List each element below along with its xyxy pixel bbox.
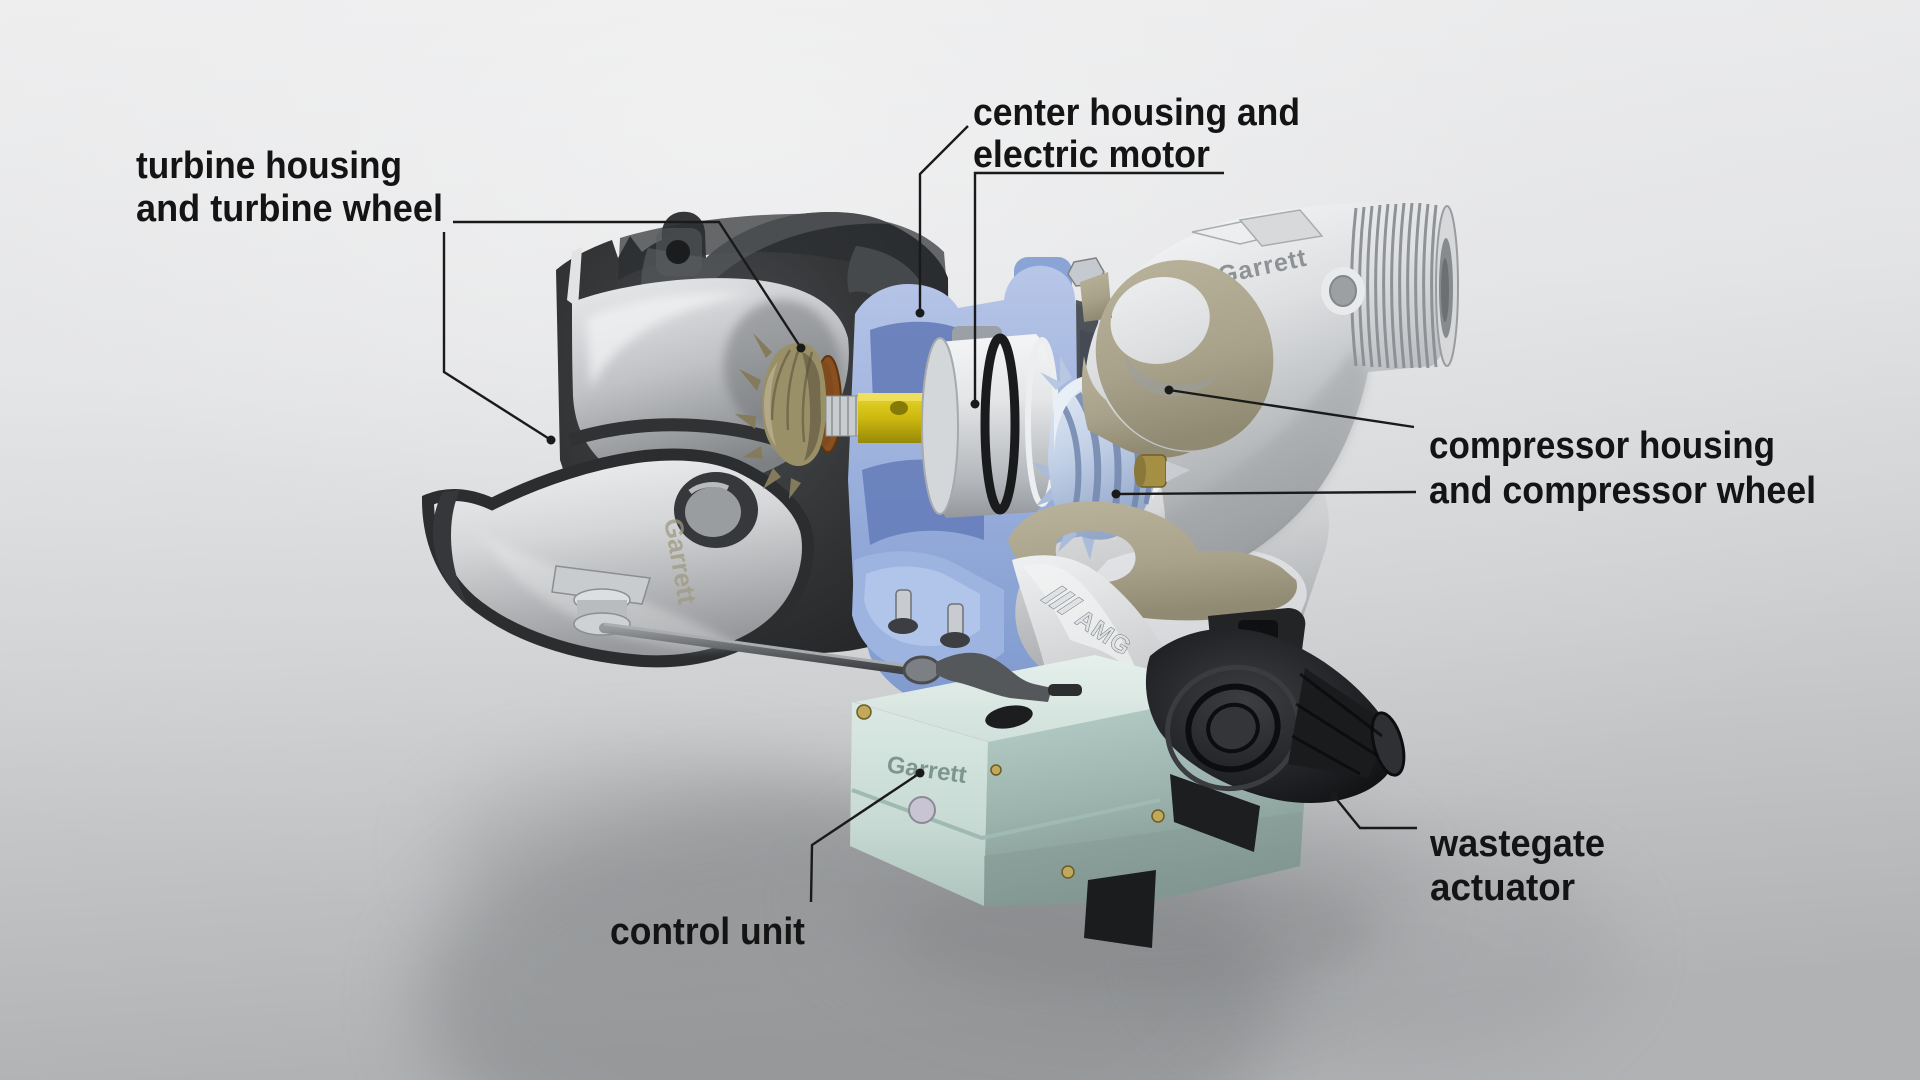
svg-text:turbine housing: turbine housing: [136, 145, 402, 187]
svg-text:control unit: control unit: [610, 911, 805, 953]
svg-text:electric motor: electric motor: [973, 134, 1210, 176]
svg-text:center housing and: center housing and: [973, 92, 1300, 134]
svg-text:compressor housing: compressor housing: [1429, 425, 1775, 467]
svg-text:actuator: actuator: [1430, 867, 1575, 909]
svg-text:and compressor wheel: and compressor wheel: [1429, 470, 1816, 512]
svg-text:wastegate: wastegate: [1429, 823, 1605, 865]
svg-text:and turbine wheel: and turbine wheel: [136, 188, 443, 230]
